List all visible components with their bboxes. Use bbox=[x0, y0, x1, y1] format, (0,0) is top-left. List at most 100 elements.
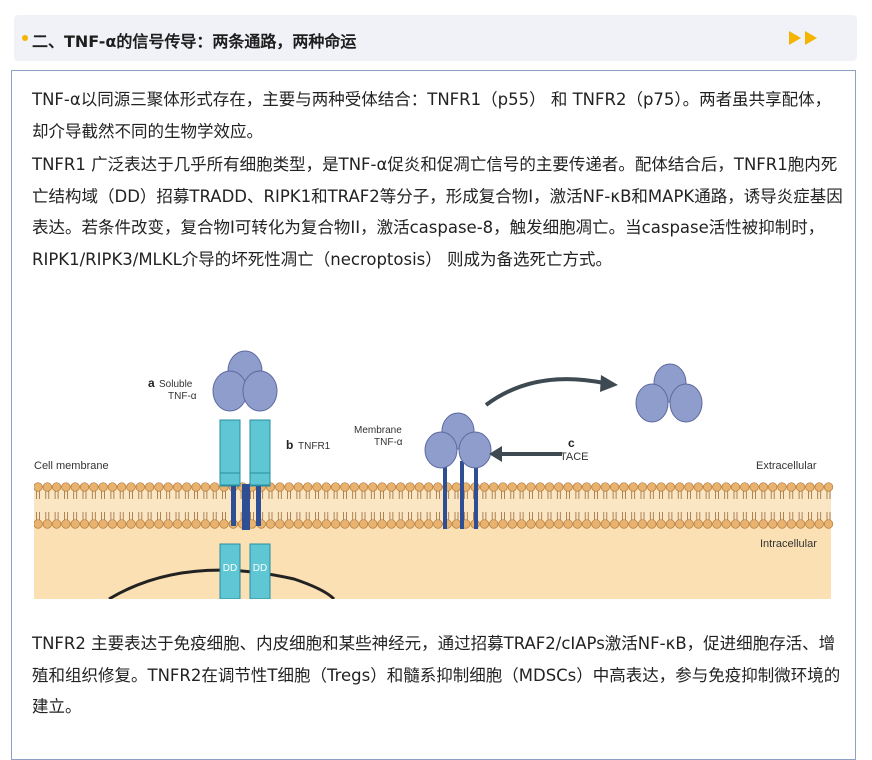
lipid-head bbox=[665, 519, 676, 529]
lipid-head bbox=[507, 482, 517, 492]
lipid-head bbox=[656, 519, 666, 529]
lipid-head bbox=[702, 482, 713, 492]
lipid-head bbox=[349, 482, 359, 492]
lipid-head bbox=[210, 519, 220, 529]
lipid-head bbox=[405, 482, 415, 492]
label-membrane-2: TNF-α bbox=[374, 437, 403, 448]
lipid-head bbox=[572, 482, 583, 492]
lipid-head bbox=[312, 482, 322, 492]
lipid-head bbox=[479, 482, 490, 492]
paragraph-intro: TNF-α以同源三聚体形式存在，主要与两种受体结合：TNFR1（p55） 和 T… bbox=[32, 90, 832, 141]
lipid-head bbox=[554, 519, 564, 529]
lipid-head bbox=[572, 519, 583, 529]
lipid-head bbox=[489, 519, 499, 529]
lipid-head bbox=[591, 482, 601, 492]
lipid-head bbox=[89, 482, 99, 492]
lipid-head bbox=[293, 519, 304, 529]
paragraph-tnfr2: TNFR2 主要表达于免疫细胞、内皮细胞和某些神经元，通过招募TRAF2/cIA… bbox=[32, 634, 841, 716]
lipid-head bbox=[758, 519, 769, 529]
lipid-head bbox=[358, 482, 369, 492]
lipid-head bbox=[507, 519, 517, 529]
label-extracellular: Extracellular bbox=[756, 460, 817, 472]
label-a: a bbox=[148, 376, 155, 390]
lipid-head bbox=[591, 519, 601, 529]
lipid-head bbox=[433, 482, 443, 492]
lipid-head bbox=[498, 519, 508, 529]
lipid-head bbox=[330, 519, 341, 529]
lipid-head bbox=[163, 482, 173, 492]
lipid-head bbox=[182, 482, 192, 492]
lipid-head bbox=[451, 482, 462, 492]
lipid-head bbox=[303, 519, 313, 529]
dd-left-label: DD bbox=[223, 563, 237, 574]
tnf-signaling-figure: DD DD bbox=[34, 350, 834, 599]
lipid-head bbox=[544, 519, 555, 529]
lipid-head bbox=[70, 482, 80, 492]
lipid-head bbox=[805, 519, 815, 529]
lipid-head bbox=[200, 519, 211, 529]
label-soluble-1: Soluble bbox=[159, 379, 193, 390]
section-title: 二、TNF-α的信号传导：两条通路，两种命运 bbox=[32, 32, 357, 51]
lipid-head bbox=[423, 519, 434, 529]
lipid-head bbox=[293, 482, 304, 492]
lipid-head bbox=[414, 482, 424, 492]
lipid-head bbox=[368, 482, 378, 492]
lipid-head bbox=[321, 519, 331, 529]
lipid-head bbox=[702, 519, 713, 529]
lipid-head bbox=[377, 519, 387, 529]
lipid-head bbox=[117, 519, 127, 529]
lipid-head bbox=[340, 519, 350, 529]
lipid-head bbox=[712, 519, 722, 529]
lipid-head bbox=[675, 482, 685, 492]
lipid-head bbox=[721, 519, 731, 529]
lipid-head bbox=[563, 519, 573, 529]
lipid-head bbox=[600, 482, 610, 492]
lipid-head bbox=[51, 519, 62, 529]
lipid-head bbox=[423, 482, 434, 492]
lipid-head bbox=[823, 519, 834, 529]
lipid-head bbox=[433, 519, 443, 529]
lipid-head bbox=[172, 482, 183, 492]
lipid-head bbox=[582, 519, 592, 529]
label-soluble-2: TNF-α bbox=[168, 391, 197, 402]
lipid-head bbox=[210, 482, 220, 492]
lipid-head bbox=[275, 482, 285, 492]
lipid-head bbox=[135, 519, 145, 529]
lipid-head bbox=[275, 519, 285, 529]
lipid-head bbox=[126, 482, 136, 492]
label-membrane-1: Membrane bbox=[354, 425, 402, 436]
lipid-head bbox=[163, 519, 173, 529]
lipid-head bbox=[135, 482, 145, 492]
lipid-head bbox=[637, 482, 648, 492]
lipid-head bbox=[451, 519, 462, 529]
lipid-head bbox=[154, 482, 164, 492]
lipid-head bbox=[98, 519, 108, 529]
lipid-head bbox=[107, 482, 118, 492]
lipid-head bbox=[712, 482, 722, 492]
lipid-head bbox=[795, 519, 806, 529]
lipid-head bbox=[340, 482, 350, 492]
lipid-head bbox=[526, 482, 536, 492]
lipid-head bbox=[489, 482, 499, 492]
lipid-head bbox=[777, 482, 787, 492]
label-intracellular: Intracellular bbox=[760, 538, 817, 550]
lipid-head bbox=[516, 482, 527, 492]
lipid-head bbox=[730, 482, 741, 492]
lipid-head bbox=[107, 519, 118, 529]
lipid-head bbox=[535, 519, 545, 529]
lipid-head bbox=[786, 519, 796, 529]
tace-arrow-head bbox=[489, 446, 502, 462]
lipid-head bbox=[79, 482, 90, 492]
lipid-head bbox=[656, 482, 666, 492]
lipid-head bbox=[79, 519, 90, 529]
label-b: b bbox=[286, 438, 293, 452]
lipid-head bbox=[284, 482, 294, 492]
dd-right-label: DD bbox=[253, 563, 267, 574]
lipid-head bbox=[386, 482, 397, 492]
label-c: c bbox=[568, 436, 575, 450]
lipid-head bbox=[61, 482, 71, 492]
lipid-head bbox=[144, 519, 155, 529]
lipid-head bbox=[516, 519, 527, 529]
double-play-arrow-icon bbox=[789, 31, 817, 45]
content-card: TNF-α以同源三聚体形式存在，主要与两种受体结合：TNFR1（p55） 和 T… bbox=[11, 70, 856, 760]
